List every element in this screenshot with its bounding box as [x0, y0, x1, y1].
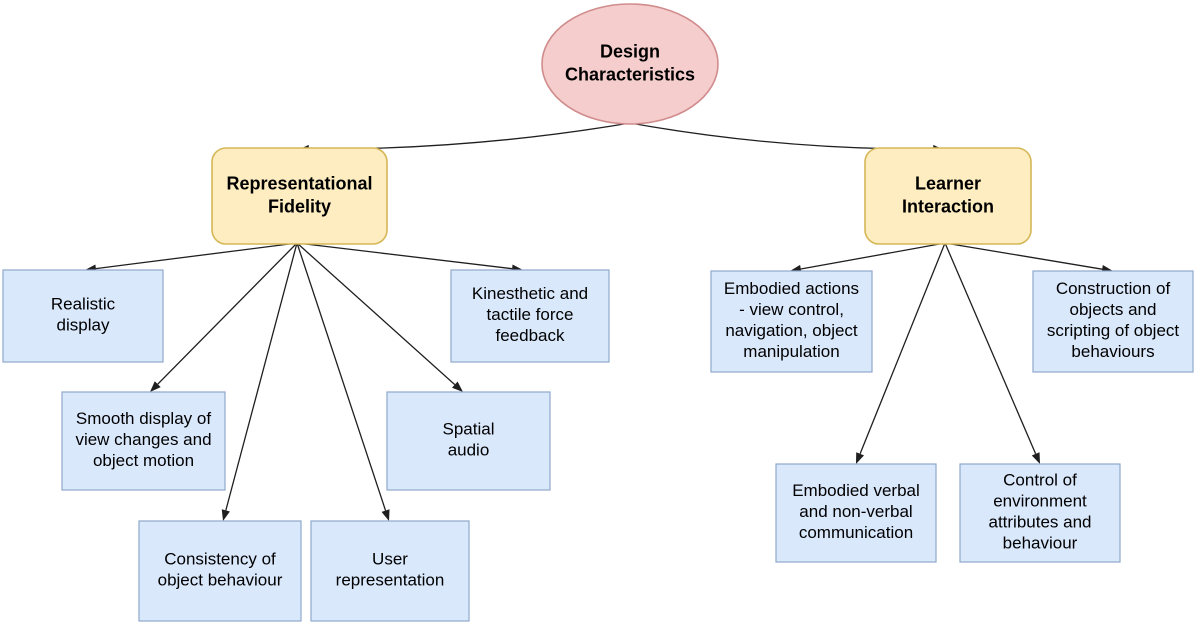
arrow-head: [221, 509, 230, 521]
edge-line: [225, 242, 298, 511]
edge-line: [157, 242, 298, 385]
edge-line: [800, 242, 946, 270]
leaf-node-box: [959, 463, 1121, 563]
arrow-head: [150, 381, 161, 392]
edges-layer: [85, 122, 1113, 521]
arrow-head: [1031, 452, 1040, 464]
edge-representational-fidelity-to-kinesthetic-and-tactile-force-feedback: [296, 242, 523, 273]
root-node-ellipse: [541, 3, 719, 125]
leaf-node-box: [710, 270, 873, 373]
edge-representational-fidelity-to-spatial-audio: [296, 242, 463, 392]
edge-line: [296, 242, 513, 270]
edge-learner-interaction-to-embodied-verbal-communication: [856, 242, 946, 464]
edge-line: [95, 242, 298, 270]
leaf-node-box: [61, 391, 226, 491]
edge-line: [296, 242, 456, 386]
arrow-head: [452, 381, 463, 392]
edge-representational-fidelity-to-smooth-display-of-view-changes: [150, 242, 298, 392]
node-label: Embodied actions- view control,navigatio…: [724, 279, 859, 361]
edge-line: [859, 242, 946, 455]
branch-node-box: [211, 147, 388, 245]
arrow-head: [381, 509, 390, 521]
leaf-node-box: [2, 269, 164, 363]
arrow-head: [856, 452, 865, 464]
edge-line: [629, 122, 934, 150]
edge-representational-fidelity-to-consistency-of-object-behaviour: [221, 242, 298, 521]
edge-learner-interaction-to-construction-of-objects: [944, 242, 1113, 274]
leaf-node-box: [386, 391, 551, 491]
leaf-node-box: [1032, 270, 1194, 373]
edge-line: [296, 242, 387, 511]
edge-learner-interaction-to-embodied-actions: [790, 242, 946, 274]
branch-node-box: [864, 147, 1032, 245]
edge-line: [308, 122, 631, 150]
edge-representational-fidelity-to-realistic-display: [85, 242, 298, 273]
leaf-node-box: [450, 269, 610, 363]
leaf-node-box: [310, 520, 470, 622]
leaf-node-box: [138, 520, 302, 622]
edge-representational-fidelity-to-user-representation: [296, 242, 390, 521]
edge-learner-interaction-to-control-of-environment-attributes: [944, 242, 1040, 464]
leaf-node-box: [775, 463, 937, 563]
edge-line: [944, 242, 1037, 455]
edge-line: [944, 242, 1103, 270]
leaf-node-embodied-actions[interactable]: Embodied actions- view control,navigatio…: [710, 270, 873, 373]
